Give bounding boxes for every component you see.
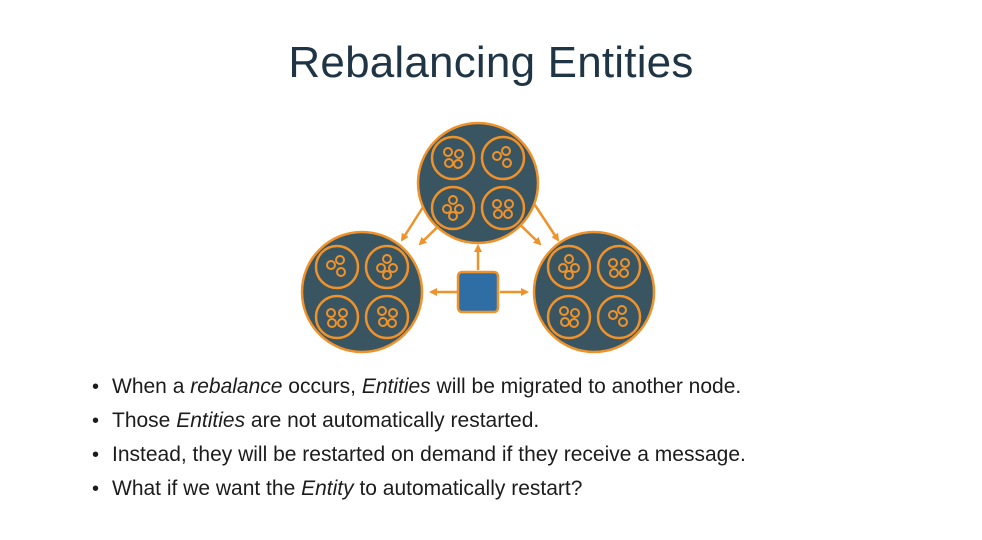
entity-ring (327, 318, 337, 328)
bullet-text: Those (112, 409, 177, 432)
entity-ring (564, 254, 574, 264)
entity-ring (338, 308, 348, 318)
rebalancing-diagram (300, 121, 656, 354)
entity-group (480, 185, 526, 231)
entity-circle (546, 244, 592, 290)
node-circle (300, 230, 424, 354)
emphasis-text: Entity (301, 477, 354, 500)
entity-ring (335, 255, 345, 265)
slide-title: Rebalancing Entities (288, 38, 694, 87)
entity-circle (364, 244, 410, 290)
entity-ring (336, 267, 346, 277)
coordinator-arrows (429, 244, 529, 296)
entity-ring (502, 158, 512, 168)
emphasis-text: Entities (361, 375, 431, 398)
node-circle (416, 121, 540, 245)
entity-ring (378, 317, 388, 327)
entity-group (596, 244, 642, 290)
entity-group (480, 135, 526, 181)
bullet-text: When a (112, 375, 191, 398)
entity-group (364, 244, 410, 290)
entity-group (314, 294, 360, 340)
entity-ring (558, 263, 568, 273)
entity-circle (596, 294, 642, 340)
entity-ring (444, 158, 454, 168)
coordinator-square (456, 270, 500, 314)
entity-circle (430, 135, 476, 181)
entity-circle (430, 185, 476, 231)
entity-group (546, 294, 592, 340)
entity-ring (453, 159, 463, 169)
entity-ring (493, 209, 503, 219)
bullet-text: What if we want the (112, 477, 302, 500)
entity-ring (569, 318, 579, 328)
entity-ring (448, 211, 458, 221)
entity-ring (454, 149, 464, 159)
entity-ring (570, 308, 580, 318)
entity-ring (564, 270, 574, 280)
bullet-item-3: Instead, they will be restarted on deman… (92, 438, 746, 472)
entity-group (596, 294, 642, 340)
node-left (300, 230, 424, 354)
entity-circle (314, 244, 360, 290)
node-circle (532, 230, 656, 354)
entity-group (364, 294, 410, 340)
bullet-text: occurs, (282, 375, 362, 398)
entity-circle (480, 185, 526, 231)
entity-ring (620, 258, 630, 268)
entity-ring (377, 306, 387, 316)
entity-ring (454, 204, 464, 214)
entity-group (314, 244, 360, 290)
entity-ring (443, 147, 453, 157)
bullet-text: are not automatically restarted. (245, 409, 540, 432)
entity-ring (326, 308, 336, 318)
entity-group (430, 135, 476, 181)
entity-ring (560, 317, 570, 327)
entity-ring (388, 308, 398, 318)
emphasis-text: Entities (176, 409, 246, 432)
entity-ring (608, 310, 618, 320)
node-right (532, 230, 656, 354)
emphasis-text: rebalance (190, 375, 283, 398)
entity-ring (387, 318, 397, 328)
entity-circle (314, 294, 360, 340)
bullet-text: Instead, they will be restarted on deman… (112, 443, 746, 466)
entity-ring (570, 263, 580, 273)
entity-ring (609, 268, 619, 278)
entity-circle (364, 294, 410, 340)
entity-ring (618, 317, 628, 327)
entity-ring (501, 146, 511, 156)
bullet-list: When a rebalance occurs, Entities will b… (92, 370, 746, 506)
entity-ring (619, 268, 629, 278)
entity-ring (448, 195, 458, 205)
node-top (416, 121, 540, 245)
entity-ring (382, 270, 392, 280)
bullet-text: will be migrated to another node. (430, 375, 742, 398)
entity-ring (492, 151, 502, 161)
entity-circle (546, 294, 592, 340)
entity-ring (326, 260, 336, 270)
entity-ring (382, 254, 392, 264)
entity-ring (492, 199, 502, 209)
entity-circle (596, 244, 642, 290)
bullet-text: to automatically restart? (353, 477, 583, 500)
entity-circle (480, 135, 526, 181)
entity-ring (503, 209, 513, 219)
entity-group (430, 185, 476, 231)
entity-ring (559, 306, 569, 316)
entity-ring (442, 204, 452, 214)
bullet-item-1: When a rebalance occurs, Entities will b… (92, 370, 746, 404)
entity-ring (388, 263, 398, 273)
entity-group (546, 244, 592, 290)
entity-ring (376, 263, 386, 273)
entity-ring (337, 318, 347, 328)
bullet-item-4: What if we want the Entity to automatica… (92, 472, 746, 506)
entity-ring (504, 199, 514, 209)
entity-ring (617, 305, 627, 315)
bullet-item-2: Those Entities are not automatically res… (92, 404, 746, 438)
entity-ring (608, 258, 618, 268)
